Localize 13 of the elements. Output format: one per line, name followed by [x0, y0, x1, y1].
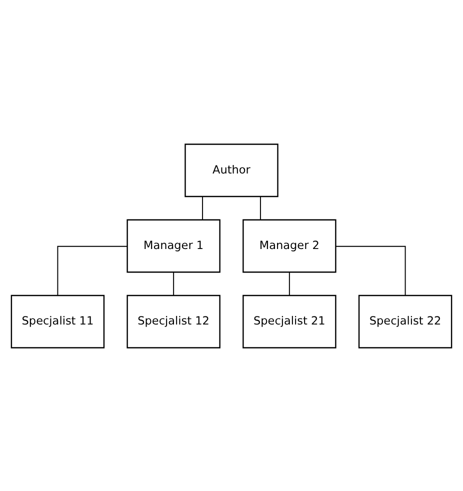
- node-box: Specjalist 11: [10, 294, 105, 348]
- node-box: Specjalist 21: [242, 294, 336, 348]
- node-box: Specjalist 22: [358, 294, 452, 348]
- connector: [260, 196, 261, 220]
- node-box: Manager 2: [242, 218, 336, 272]
- connector: [173, 271, 174, 296]
- node-box: Specjalist 12: [126, 294, 220, 348]
- connector: [288, 271, 290, 296]
- connector: [335, 245, 406, 296]
- node-box: Manager 1: [126, 218, 220, 272]
- connector: [202, 196, 204, 220]
- connector: [57, 245, 128, 296]
- node-box: Author: [184, 143, 278, 197]
